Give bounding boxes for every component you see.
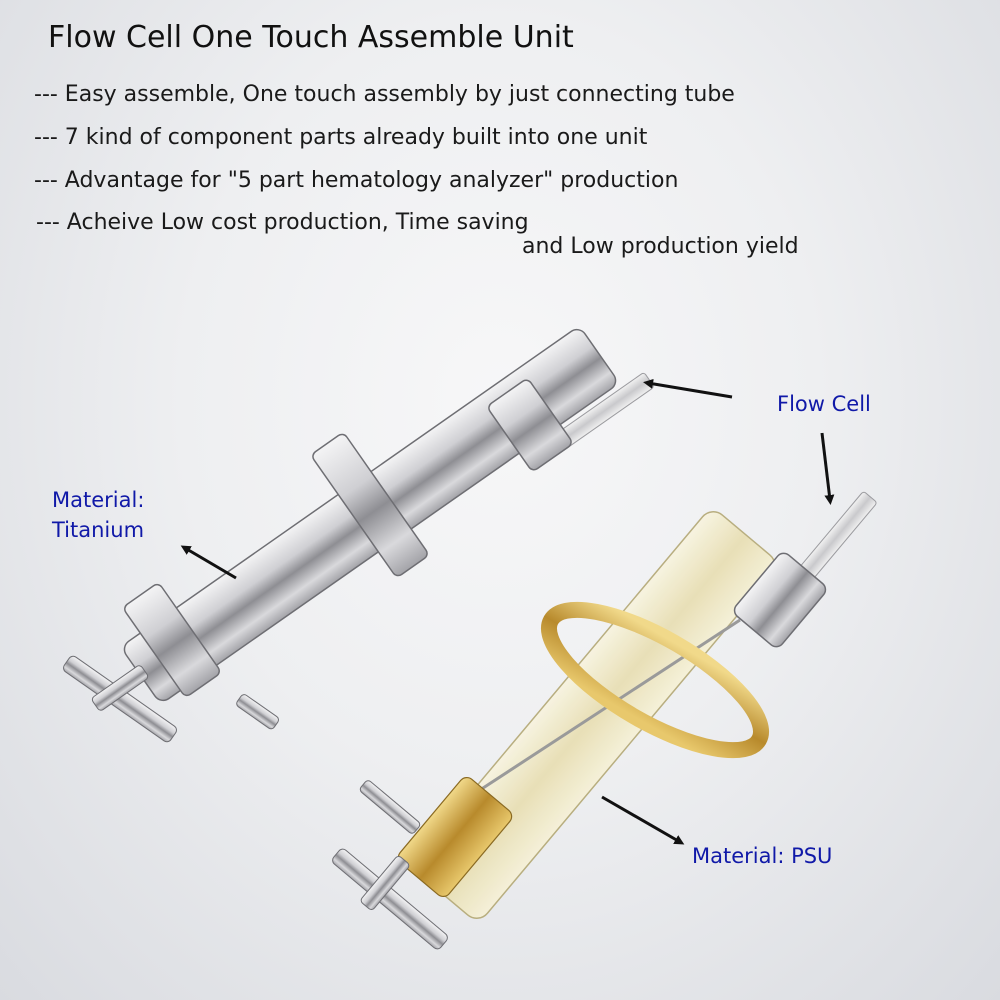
bullet-easy-assemble: --- Easy assemble, One touch assembly by… [34,82,735,107]
arrow-flow-cell-down [820,432,835,505]
bullet-low-cost: --- Acheive Low cost production, Time sa… [36,210,529,235]
label-flow-cell: Flow Cell [777,392,871,416]
label-material-titanium-line1: Material: [52,488,145,512]
arrow-flow-cell-top [643,378,733,399]
titanium-flow-cell-unit [63,328,654,743]
arrow-psu [601,795,685,845]
label-material-titanium-line2: Titanium [52,518,145,542]
page-title: Flow Cell One Touch Assemble Unit [48,20,574,55]
bullet-low-cost-continuation: and Low production yield [522,234,799,259]
arrow-titanium [180,545,237,580]
bullet-component-parts: --- 7 kind of component parts already bu… [34,125,648,150]
label-material-psu: Material: PSU [692,844,833,868]
psu-flow-cell-unit [332,491,877,950]
bullet-hematology-advantage: --- Advantage for "5 part hematology ana… [34,168,679,193]
